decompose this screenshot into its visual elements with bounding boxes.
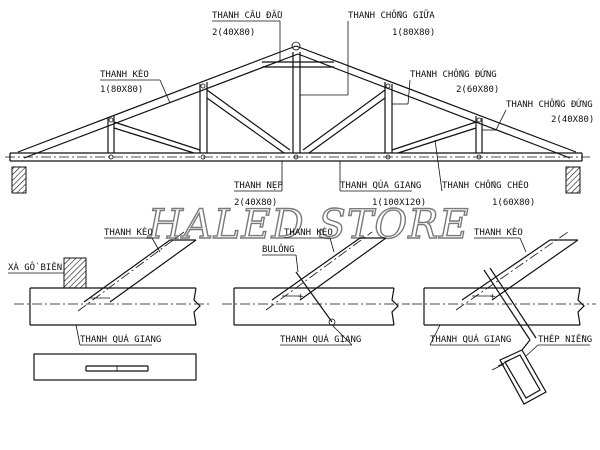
label-thanh-chong-dung-1-dim: 2(60X80)	[456, 85, 499, 95]
collar-tie	[262, 61, 334, 68]
watermark: HALED STORE	[147, 202, 470, 248]
label-thanh-chong-cheo-dim: 1(60X80)	[492, 198, 535, 208]
label-thanh-qua-giang-dim: 1(100X120)	[372, 198, 426, 208]
label-thanh-keo: THANH KÈO	[100, 68, 149, 80]
label-thanh-cau-dau: THANH CÂU ĐẦU	[212, 9, 282, 21]
detail3-label-thanh-qua-giang: THANH QUÁ GIANG	[430, 333, 511, 345]
label-thanh-chong-dung-1: THANH CHỐNG ĐỨNG	[410, 68, 497, 80]
label-thanh-chong-giua: THANH CHỐNG GIỮA	[348, 9, 435, 21]
detail-1: THANH KÈO XÀ GỒ BIÊN THANH QUÁ GIANG	[8, 226, 212, 381]
tie-beam	[5, 152, 590, 162]
label-thanh-cau-dau-dim: 2(40X80)	[212, 28, 255, 38]
label-thanh-nep: THANH NẸP	[234, 181, 283, 191]
vertical-struts	[107, 82, 483, 153]
label-thanh-keo-dim: 1(80X80)	[100, 85, 143, 95]
detail3-plus: +	[490, 292, 496, 302]
right-support-post	[565, 166, 581, 194]
label-thanh-chong-giua-dim: 1(80X80)	[392, 28, 435, 38]
left-support-post	[11, 166, 27, 194]
diagonal-braces	[113, 89, 477, 154]
detail3-label-thanh-keo: THANH KÈO	[474, 226, 523, 238]
detail1-label-thanh-keo: THANH KÈO	[104, 226, 153, 238]
truss	[5, 41, 590, 194]
bolts	[108, 83, 482, 160]
label-thanh-chong-dung-2: THANH CHỐNG ĐỨNG	[506, 98, 593, 110]
detail1-label-thanh-qua-giang: THANH QUÁ GIANG	[80, 333, 161, 345]
detail-2: + THANH KÈO BULÔNG THANH QUÁ GIANG	[222, 226, 410, 346]
detail2-label-thanh-keo: THANH KÈO	[284, 226, 333, 238]
detail2-label-bulong: BULÔNG	[262, 243, 295, 255]
right-rafter	[295, 45, 577, 159]
label-thanh-chong-cheo: THANH CHỐNG CHÉO	[442, 179, 529, 191]
king-post	[291, 41, 301, 153]
detail-3: + THANH KÈO THANH QUÁ GIANG THÉP NIỀNG	[412, 226, 596, 405]
truss-labels: THANH CÂU ĐẦU 2(40X80) THANH CHỐNG GIỮA …	[100, 9, 594, 208]
detail2-label-thanh-qua-giang: THANH QUÁ GIANG	[280, 333, 361, 345]
label-thanh-chong-dung-2-dim: 2(40X80)	[551, 115, 594, 125]
left-rafter	[17, 45, 299, 159]
label-thanh-nep-dim: 2(40X80)	[234, 198, 277, 208]
detail1-label-xa-go-bien: XÀ GỒ BIÊN	[8, 261, 62, 273]
detail3-label-thep-nieng: THÉP NIỀNG	[538, 333, 592, 345]
label-thanh-qua-giang: THANH QÚA GIANG	[340, 179, 421, 191]
xa-go-bien-block	[63, 257, 87, 289]
bolt-plus: +	[298, 292, 304, 302]
